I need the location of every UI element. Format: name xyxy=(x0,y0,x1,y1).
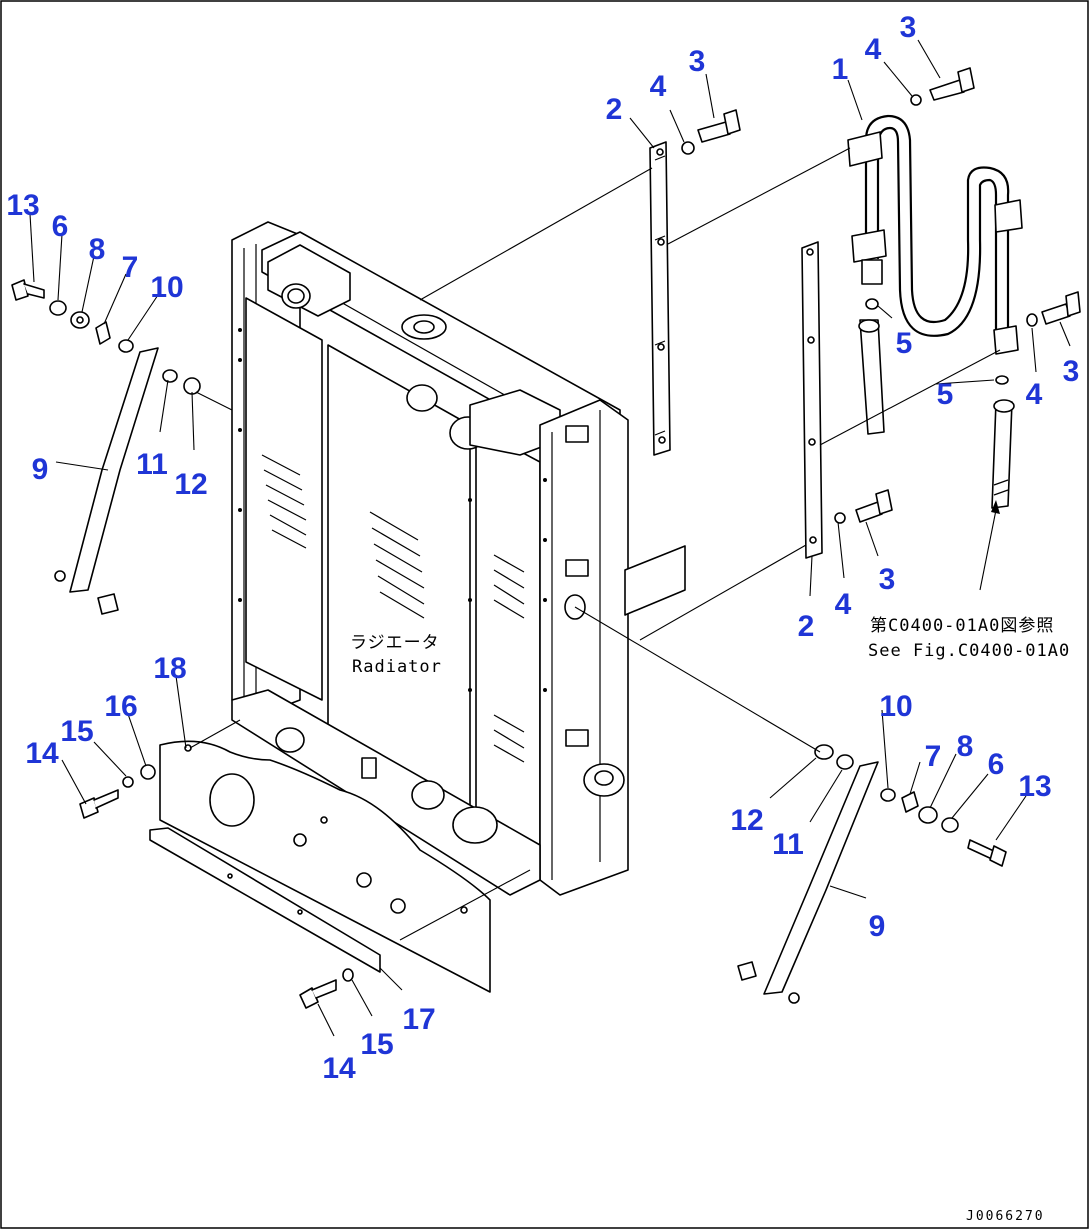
callout-15[interactable]: 15 xyxy=(60,715,93,748)
callout-8[interactable]: 8 xyxy=(89,233,106,266)
callout-16[interactable]: 16 xyxy=(104,690,137,723)
callout-labels: 1223333444455667788991010111112121313141… xyxy=(6,11,1079,1085)
callout-4[interactable]: 4 xyxy=(650,70,667,103)
callout-1[interactable]: 1 xyxy=(832,53,849,86)
bracket-upper[interactable] xyxy=(649,141,671,456)
callout-7[interactable]: 7 xyxy=(122,251,139,284)
callout-11[interactable]: 11 xyxy=(136,448,168,481)
under-cover[interactable] xyxy=(149,827,381,973)
radiator-core-right xyxy=(475,427,541,861)
reference-note-jp: 第C0400-01A0図参照 xyxy=(870,616,1054,636)
callout-3[interactable]: 3 xyxy=(879,563,896,596)
radiator-bottom-tank xyxy=(231,689,541,896)
callout-13[interactable]: 13 xyxy=(6,189,39,222)
callout-10[interactable]: 10 xyxy=(150,271,183,304)
callout-3[interactable]: 3 xyxy=(689,45,706,78)
callout-2[interactable]: 2 xyxy=(606,93,623,126)
callout-15[interactable]: 15 xyxy=(360,1028,393,1061)
reference-note-en: See Fig.C0400-01A0 xyxy=(868,641,1070,661)
callout-11[interactable]: 11 xyxy=(772,828,804,861)
radiator-assembly[interactable]: ラジエータ Radiator xyxy=(231,221,686,896)
radiator-core-left xyxy=(245,297,323,701)
callout-2[interactable]: 2 xyxy=(798,610,815,643)
callout-14[interactable]: 14 xyxy=(25,737,59,770)
bracket-lower[interactable] xyxy=(801,241,823,559)
drawing-number: J0066270 xyxy=(966,1209,1045,1224)
callout-17[interactable]: 17 xyxy=(402,1003,435,1036)
leader-lines xyxy=(29,39,1071,1037)
callout-4[interactable]: 4 xyxy=(835,588,852,621)
part-name-jp: ラジエータ xyxy=(350,633,440,653)
callout-9[interactable]: 9 xyxy=(869,910,886,943)
cover-plate[interactable] xyxy=(159,740,491,993)
hardware-set-right xyxy=(681,67,1081,981)
radiator-right-frame xyxy=(539,399,629,896)
callout-7[interactable]: 7 xyxy=(925,740,942,773)
callout-12[interactable]: 12 xyxy=(730,804,763,837)
callout-6[interactable]: 6 xyxy=(988,748,1005,781)
callout-18[interactable]: 18 xyxy=(153,652,186,685)
callout-13[interactable]: 13 xyxy=(1018,770,1051,803)
callout-8[interactable]: 8 xyxy=(957,730,974,763)
callout-5[interactable]: 5 xyxy=(896,327,913,360)
stay-left[interactable] xyxy=(54,347,159,593)
callout-12[interactable]: 12 xyxy=(174,468,207,501)
callout-10[interactable]: 10 xyxy=(879,690,912,723)
callout-3[interactable]: 3 xyxy=(900,11,917,44)
callout-4[interactable]: 4 xyxy=(1026,378,1043,411)
callout-4[interactable]: 4 xyxy=(865,33,882,66)
callout-6[interactable]: 6 xyxy=(52,210,69,243)
hardware-set-left xyxy=(11,279,354,1009)
part-name-en: Radiator xyxy=(352,657,442,677)
callout-5[interactable]: 5 xyxy=(937,378,954,411)
callout-14[interactable]: 14 xyxy=(322,1052,356,1085)
overflow-pipe[interactable] xyxy=(847,114,1023,509)
callout-3[interactable]: 3 xyxy=(1063,355,1080,388)
stay-right[interactable] xyxy=(763,761,879,1004)
callout-9[interactable]: 9 xyxy=(32,453,49,486)
